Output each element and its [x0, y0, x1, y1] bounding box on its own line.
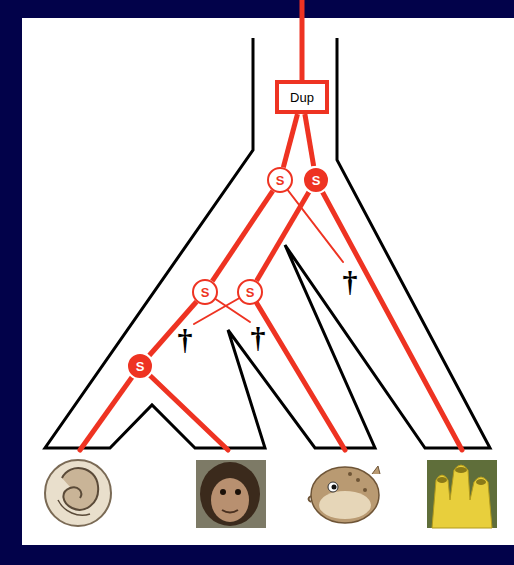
embryo-picture: [45, 460, 111, 526]
gene-branch: [305, 114, 314, 166]
speciation-circle: S: [237, 279, 263, 305]
loss-dagger: †: [251, 323, 266, 353]
human-branch: [80, 366, 140, 450]
fugu-picture: [309, 466, 381, 523]
fugu-branch: [250, 292, 345, 450]
gene-branch: [257, 192, 309, 281]
speciation-circle: S: [192, 279, 218, 305]
node-letter: S: [246, 286, 255, 299]
node-letter: S: [201, 286, 210, 299]
chimp-branch: [140, 366, 228, 450]
node-letter: S: [312, 174, 321, 187]
loss-dagger: †: [343, 267, 358, 297]
node-letter: S: [136, 360, 145, 373]
speciation-circle: S: [302, 166, 330, 194]
root-branch: [300, 0, 305, 82]
loss-dagger: †: [178, 325, 193, 355]
node-letter: S: [276, 174, 285, 187]
speciation-circle: S: [126, 352, 154, 380]
gene-branch: [149, 302, 196, 356]
sponge-branch: [316, 180, 462, 450]
sponge-picture: [427, 460, 497, 528]
species-tube: [45, 38, 490, 448]
chimp-picture: [196, 460, 266, 528]
gene-branch: [283, 114, 297, 167]
duplication-box: Dup: [275, 80, 329, 114]
speciation-circle: S: [267, 167, 293, 193]
event-label: Dup: [290, 91, 314, 104]
